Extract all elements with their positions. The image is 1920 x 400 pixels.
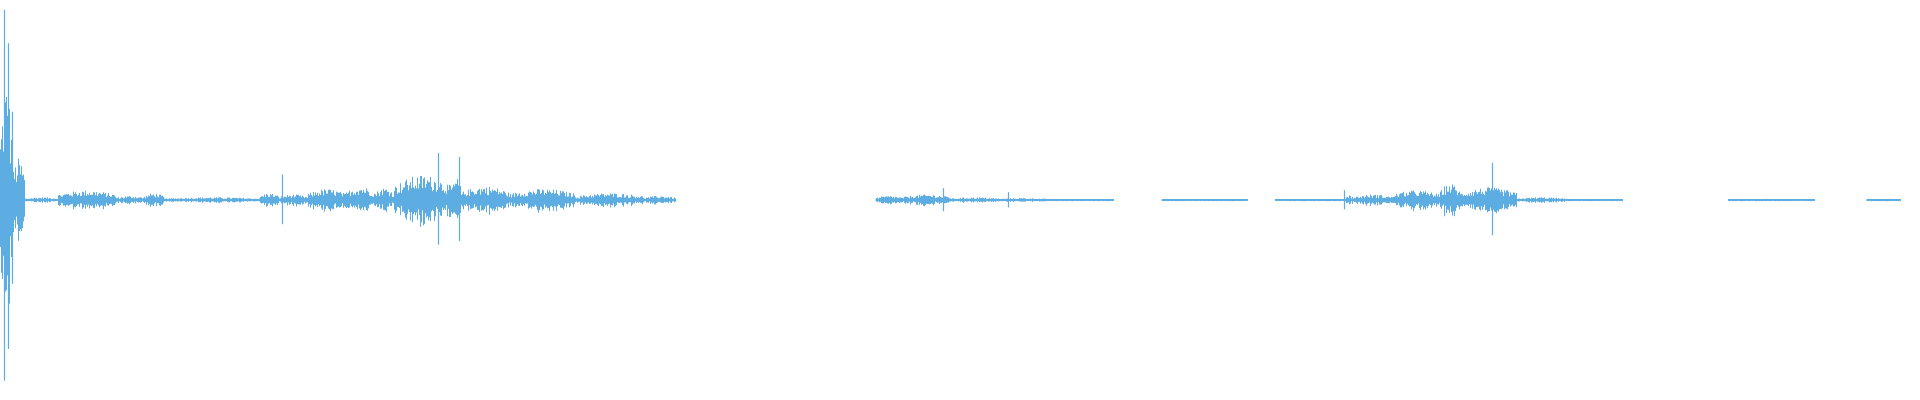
waveform-bars	[0, 9, 1901, 381]
